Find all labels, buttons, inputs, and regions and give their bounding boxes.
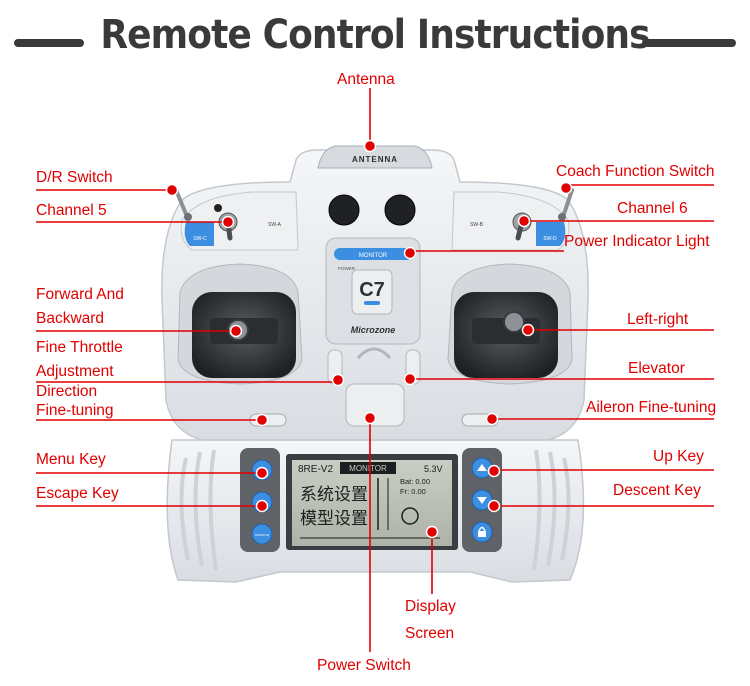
label-up-key: Up Key [653,448,704,465]
label-escape-key: Escape Key [36,485,119,502]
pointer-dot-aileron [485,412,499,426]
lcd-menu-2: 模型设置 [300,509,368,528]
knob-dr-black [214,204,222,212]
pointer-dot-power-led [403,246,417,260]
pointer-dot-dr [165,183,179,197]
antenna-text: ANTENNA [352,155,398,164]
knob-left [328,194,360,226]
antenna-plate [317,145,433,169]
title-rule-left [14,39,84,47]
pointer-dot-ch6 [517,214,531,228]
pointer-dot-menu [255,466,269,480]
knob-right [384,194,416,226]
lcd-fr-row: Fr: 0.00 [400,487,426,496]
label-fine-throttle-1: Fine Throttle [36,339,123,356]
model-badge [351,269,393,315]
pointer-dot-coach [559,181,573,195]
title-bar: Remote Control Instructions [0,8,750,66]
label-power-switch: Power Switch [317,657,411,674]
lcd-monitor: MONITOR [349,464,387,473]
label-channel6: Channel 6 [617,200,688,217]
pointer-dot-direction [255,413,269,427]
toggle-left-outer [174,188,192,221]
lcd-screen [292,460,452,546]
label-direction-2: Fine-tuning [36,402,114,419]
model-text: C7 [359,279,385,301]
title-rule-right [642,39,736,47]
pointer-dot-descent [487,499,501,513]
sw-c-text: SW-C [193,236,207,242]
power-text: POWER [338,266,356,271]
right-blue-tag [536,222,566,246]
lcd-menu-1: 系统设置 [300,485,368,504]
label-elevator: Elevator [628,360,685,377]
up-key [471,457,493,479]
label-menu-key: Menu Key [36,451,106,468]
lcd-bat-row: Bat: 0.00 [400,477,430,486]
down-key [471,489,493,511]
label-descent-key: Descent Key [613,482,701,499]
svg-text:MONITOR: MONITOR [255,533,270,537]
toggle-right-outer [558,188,574,221]
lcd-model: 8RE-V2 [298,464,333,475]
label-forward-backward-2: Backward [36,310,105,327]
lcd-battery: 5.3V [424,464,443,474]
lock-key [471,521,493,543]
label-direction-1: Direction [36,383,98,400]
pointer-dot-escape [255,499,269,513]
pointer-lines [36,88,714,652]
monitor-key: MONITOR [251,523,273,545]
monitor-strip [334,248,412,260]
handle-arc [356,347,392,360]
pointer-dot-antenna [363,139,377,153]
pointer-dot-leftright [521,323,535,337]
brand-text: Microzone [351,325,396,335]
grip-ridges [179,449,571,571]
pointer-dot-display [425,525,439,539]
label-display-1: Display [405,598,456,615]
pointer-dot-power-sw [363,411,377,425]
stick-right [503,311,525,333]
label-antenna: Antenna [337,71,395,88]
label-dr-switch: D/R Switch [36,169,113,186]
page-title: Remote Control Instructions [100,12,650,58]
pointer-dot-up [487,464,501,478]
pointer-dot-ch5 [221,215,235,229]
label-left-right: Left-right [627,311,689,328]
sw-d-text: SW-D [543,236,557,242]
label-forward-backward-1: Forward And [36,286,124,303]
pointer-dot-throttle [331,373,345,387]
label-aileron: Aileron Fine-tuning [586,399,717,416]
monitor-strip-text: MONITOR [359,253,388,259]
label-channel5: Channel 5 [36,202,107,219]
label-power-indicator: Power Indicator Light [564,233,710,250]
left-blue-tag [184,222,214,246]
label-fine-throttle-2: Adjustment [36,363,114,380]
sw-a-text: SW-A [268,222,282,228]
pointer-dot-elevator [403,372,417,386]
pointer-dot-fwd [229,324,243,338]
label-coach-switch: Coach Function Switch [556,163,715,180]
label-display-2: Screen [405,625,455,642]
model-underbar [364,301,380,305]
power-switch [345,383,405,427]
sw-b-text: SW-B [470,222,484,228]
